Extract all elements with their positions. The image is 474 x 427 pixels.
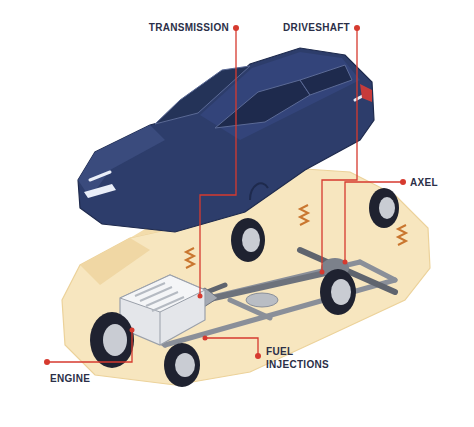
wheel xyxy=(90,312,134,368)
engine-block xyxy=(120,275,205,312)
exhaust-muffler xyxy=(246,293,278,307)
car-body xyxy=(78,125,165,198)
suspension-spring xyxy=(186,248,194,268)
car-body xyxy=(300,65,352,95)
wheel xyxy=(231,218,265,262)
leader-dot xyxy=(255,353,261,359)
car-body xyxy=(78,48,374,232)
leader-dot xyxy=(400,179,406,185)
wheel xyxy=(331,279,351,305)
wheel xyxy=(379,197,395,219)
wheel xyxy=(242,228,260,252)
wheel xyxy=(103,324,127,356)
leader-dot xyxy=(198,294,203,299)
car-body xyxy=(200,52,360,140)
part-label: ENGINE xyxy=(50,372,90,385)
leader-dot xyxy=(44,359,50,365)
car-body xyxy=(215,80,310,128)
leader-dot xyxy=(354,25,360,31)
suspension-spring xyxy=(398,225,406,245)
part-label: TRANSMISSION xyxy=(149,21,229,34)
car-body xyxy=(360,84,372,102)
leader-line xyxy=(345,182,403,262)
leader-line xyxy=(205,338,258,356)
leader-line xyxy=(200,28,236,296)
wheel xyxy=(320,269,356,315)
wheel xyxy=(175,353,195,377)
wheel xyxy=(164,343,200,387)
exhaust-muffler xyxy=(246,293,278,307)
car-body xyxy=(84,184,116,198)
leader-line xyxy=(47,28,403,362)
engine-block xyxy=(135,283,184,311)
leader-dot xyxy=(203,336,208,341)
ghost-car-body xyxy=(80,238,150,285)
part-label: AXEL xyxy=(410,176,438,189)
leader-dot xyxy=(233,25,239,31)
leader-dot xyxy=(343,260,348,265)
leader-line xyxy=(322,28,357,272)
car-body xyxy=(90,92,370,180)
leader-line xyxy=(47,330,132,362)
leader-dot xyxy=(320,270,325,275)
leader-dot xyxy=(44,25,406,365)
wheel xyxy=(369,188,399,228)
part-label: DRIVESHAFT xyxy=(283,21,350,34)
car-body xyxy=(78,48,374,232)
engine-block xyxy=(160,312,161,345)
part-label: FUEL INJECTIONS xyxy=(266,345,346,371)
leader-dot xyxy=(130,328,135,333)
car-body xyxy=(250,183,268,200)
suspension-spring xyxy=(300,205,308,225)
